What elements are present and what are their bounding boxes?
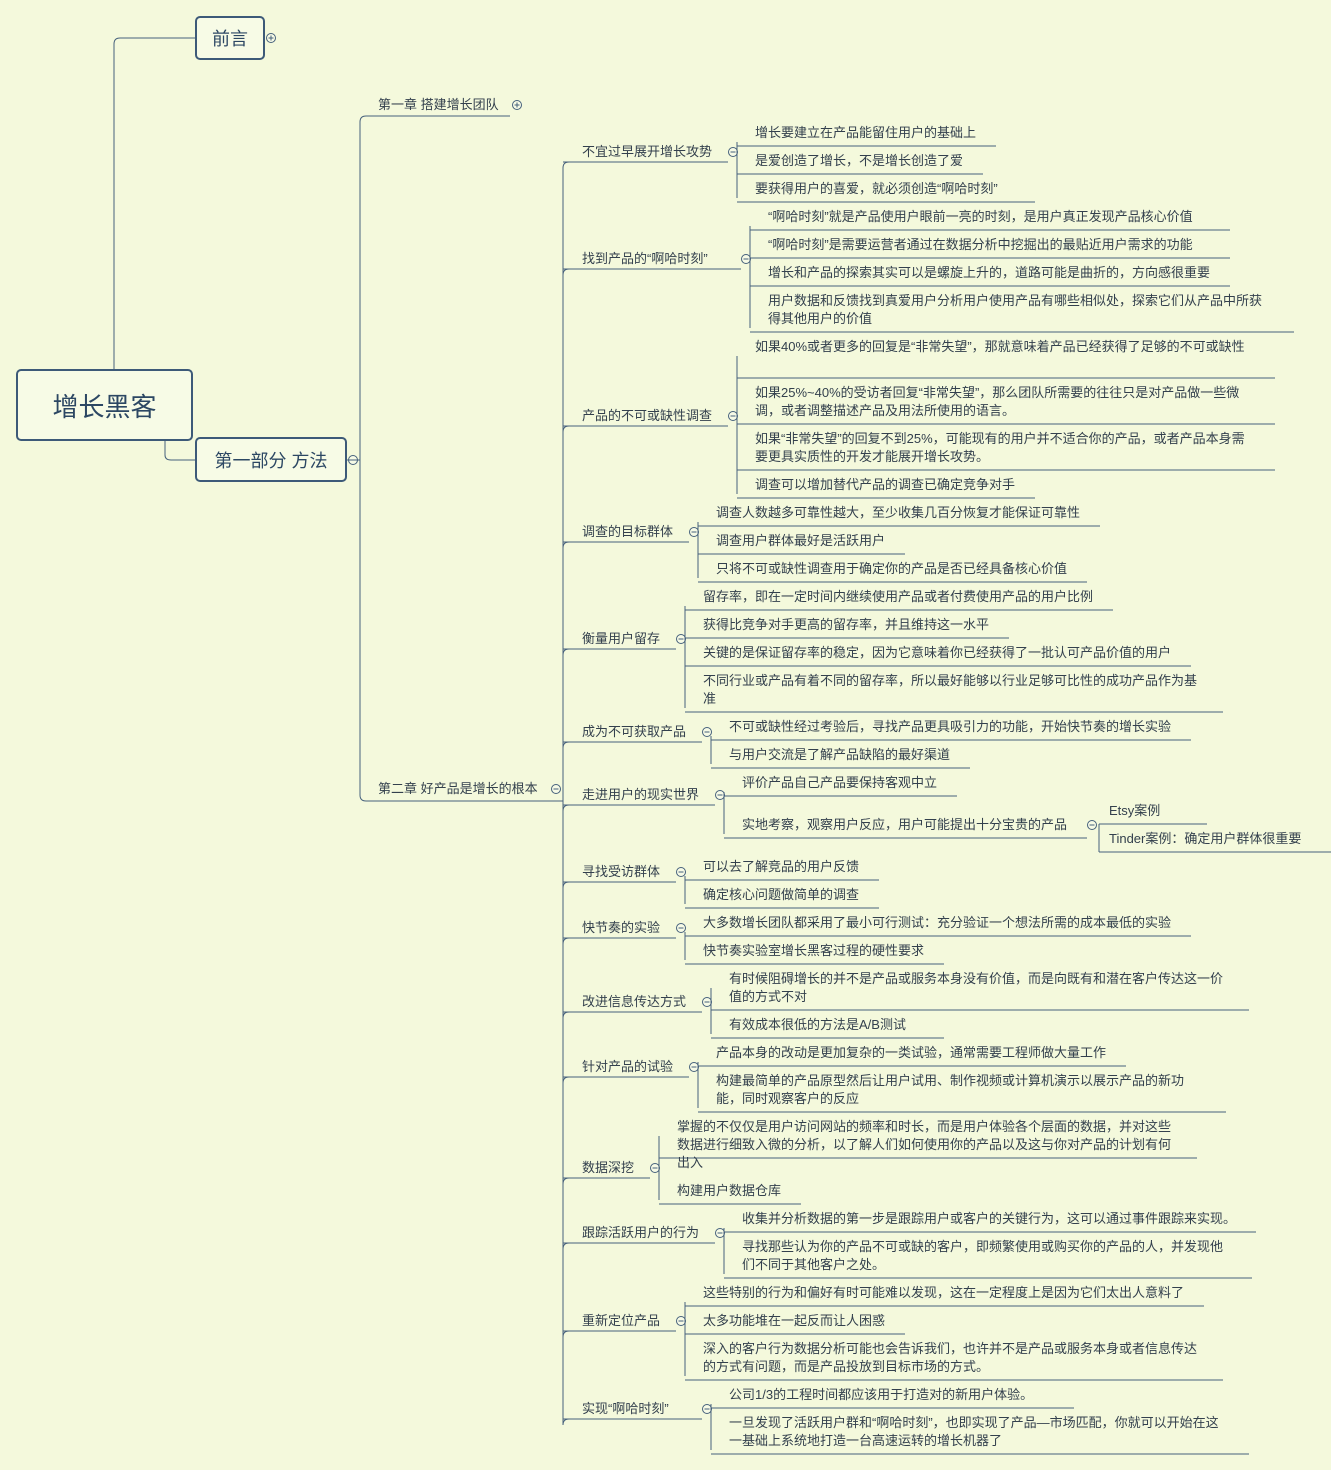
leaf-node[interactable]: 只将不可或缺性调查用于确定你的产品是否已经具备核心价值	[716, 561, 1068, 576]
leaf-node[interactable]: 获得比竞争对手更高的留存率，并且维持这一水平	[703, 617, 990, 632]
leaf-node[interactable]: 有效成本很低的方法是A/B测试	[729, 1017, 906, 1032]
topic-node[interactable]: 跟踪活跃用户的行为	[582, 1225, 700, 1240]
leaf-node[interactable]: 一旦发现了活跃用户群和“啊哈时刻”，也即实现了产品—市场匹配，你就可以开始在这一…	[729, 1415, 1219, 1448]
topic-node[interactable]: 实现“啊哈时刻”	[582, 1401, 669, 1416]
topic-node[interactable]: 产品的不可或缺性调查	[582, 408, 713, 423]
leaf-node[interactable]: 调查可以增加替代产品的调查已确定竞争对手	[755, 477, 1016, 492]
leaf-node[interactable]: 寻找那些认为你的产品不可或缺的客户，即频繁使用或购买你的产品的人，并发现他们不同…	[742, 1239, 1224, 1272]
leaf-node[interactable]: 增长要建立在产品能留住用户的基础上	[755, 125, 977, 140]
leaf-node[interactable]: 是爱创造了增长，不是增长创造了爱	[755, 153, 964, 168]
leaf-node[interactable]: 有时候阻碍增长的并不是产品或服务本身没有价值，而是向既有和潜在客户传达这一价值的…	[729, 971, 1224, 1004]
leaf-node[interactable]: 实地考察，观察用户反应，用户可能提出十分宝贵的产品	[742, 817, 1068, 832]
leaf-node[interactable]: 这些特别的行为和偏好有时可能难以发现，这在一定程度上是因为它们太出人意料了	[703, 1285, 1185, 1300]
topic-node[interactable]: 成为不可获取产品	[582, 724, 687, 739]
leaf-node[interactable]: 收集并分析数据的第一步是跟踪用户或客户的关键行为，这可以通过事件跟踪来实现。	[742, 1211, 1237, 1226]
root-node[interactable]: 增长黑客	[16, 369, 193, 441]
leaf-node[interactable]: “啊哈时刻”就是产品使用户眼前一亮的时刻，是用户真正发现产品核心价值	[768, 209, 1193, 224]
leaf-node[interactable]: 可以去了解竞品的用户反馈	[703, 859, 860, 874]
leaf-node[interactable]: 产品本身的改动是更加复杂的一类试验，通常需要工程师做大量工作	[716, 1045, 1107, 1060]
topic-node[interactable]: 走进用户的现实世界	[582, 787, 700, 802]
leaf-node[interactable]: 要获得用户的喜爱，就必须创造“啊哈时刻”	[755, 181, 998, 196]
topic-node[interactable]: 快节奏的实验	[582, 920, 661, 935]
leaf-node[interactable]: 如果40%或者更多的回复是“非常失望”，那就意味着产品已经获得了足够的不可或缺性	[755, 339, 1245, 354]
chapter1-node[interactable]: 第一章 搭建增长团队	[378, 97, 499, 112]
topic-node[interactable]: 不宜过早展开增长攻势	[582, 144, 713, 159]
leaf-node[interactable]: 不同行业或产品有着不同的留存率，所以最好能够以行业足够可比性的成功产品作为基准	[703, 673, 1198, 706]
leaf-node[interactable]: 关键的是保证留存率的稳定，因为它意味着你已经获得了一批认可产品价值的用户	[703, 645, 1172, 660]
topic-node[interactable]: 针对产品的试验	[582, 1059, 674, 1074]
topic-node[interactable]: 找到产品的“啊哈时刻”	[582, 251, 708, 266]
leaf-node[interactable]: 太多功能堆在一起反而让人困惑	[703, 1313, 886, 1328]
topic-node[interactable]: 数据深挖	[582, 1160, 635, 1175]
topic-node[interactable]: 衡量用户留存	[582, 631, 661, 646]
part1-node[interactable]: 第一部分 方法	[195, 437, 347, 482]
topic-node[interactable]: 调查的目标群体	[582, 524, 674, 539]
leaf-node[interactable]: 确定核心问题做简单的调查	[703, 887, 860, 902]
leaf-node[interactable]: 用户数据和反馈找到真爱用户分析用户使用产品有哪些相似处，探索它们从产品中所获得其…	[768, 293, 1263, 326]
topic-node[interactable]: 寻找受访群体	[582, 864, 661, 879]
leaf-node[interactable]: “啊哈时刻”是需要运营者通过在数据分析中挖掘出的最贴近用户需求的功能	[768, 237, 1193, 252]
leaf-node[interactable]: 不可或缺性经过考验后，寻找产品更具吸引力的功能，开始快节奏的增长实验	[729, 719, 1172, 734]
preface-node[interactable]: 前言	[195, 16, 265, 60]
leaf-node[interactable]: 留存率，即在一定时间内继续使用产品或者付费使用产品的用户比例	[703, 589, 1094, 604]
leaf-node[interactable]: 掌握的不仅仅是用户访问网站的频率和时长，而是用户体验各个层面的数据，并对这些数据…	[677, 1119, 1172, 1170]
leaf-node[interactable]: 如果“非常失望”的回复不到25%，可能现有的用户并不适合你的产品，或者产品本身需…	[755, 431, 1245, 464]
leaf-node[interactable]: 评价产品自己产品要保持客观中立	[742, 775, 938, 790]
leaf-node[interactable]: 公司1/3的工程时间都应该用于打造对的新用户体验。	[729, 1387, 1034, 1402]
subleaf-node[interactable]: Tinder案例：确定用户群体很重要	[1109, 831, 1302, 846]
topic-node[interactable]: 改进信息传达方式	[582, 994, 687, 1009]
leaf-node[interactable]: 调查人数越多可靠性越大，至少收集几百分恢复才能保证可靠性	[716, 505, 1081, 520]
subleaf-node[interactable]: Etsy案例	[1109, 803, 1161, 818]
leaf-node[interactable]: 深入的客户行为数据分析可能也会告诉我们，也许并不是产品或服务本身或者信息传达的方…	[703, 1341, 1198, 1374]
topic-node[interactable]: 重新定位产品	[582, 1313, 661, 1328]
leaf-node[interactable]: 大多数增长团队都采用了最小可行测试：充分验证一个想法所需的成本最低的实验	[703, 915, 1172, 930]
leaf-node[interactable]: 构建用户数据仓库	[677, 1183, 782, 1198]
leaf-node[interactable]: 构建最简单的产品原型然后让用户试用、制作视频或计算机演示以展示产品的新功能，同时…	[716, 1073, 1185, 1106]
leaf-node[interactable]: 增长和产品的探索其实可以是螺旋上升的，道路可能是曲折的，方向感很重要	[768, 265, 1211, 280]
leaf-node[interactable]: 如果25%~40%的受访者回复“非常失望”，那么团队所需要的往往只是对产品做一些…	[755, 385, 1240, 418]
chapter2-node[interactable]: 第二章 好产品是增长的根本	[378, 781, 538, 796]
leaf-node[interactable]: 快节奏实验室增长黑客过程的硬性要求	[703, 943, 925, 958]
leaf-node[interactable]: 与用户交流是了解产品缺陷的最好渠道	[729, 747, 951, 762]
leaf-node[interactable]: 调查用户群体最好是活跃用户	[716, 533, 886, 548]
